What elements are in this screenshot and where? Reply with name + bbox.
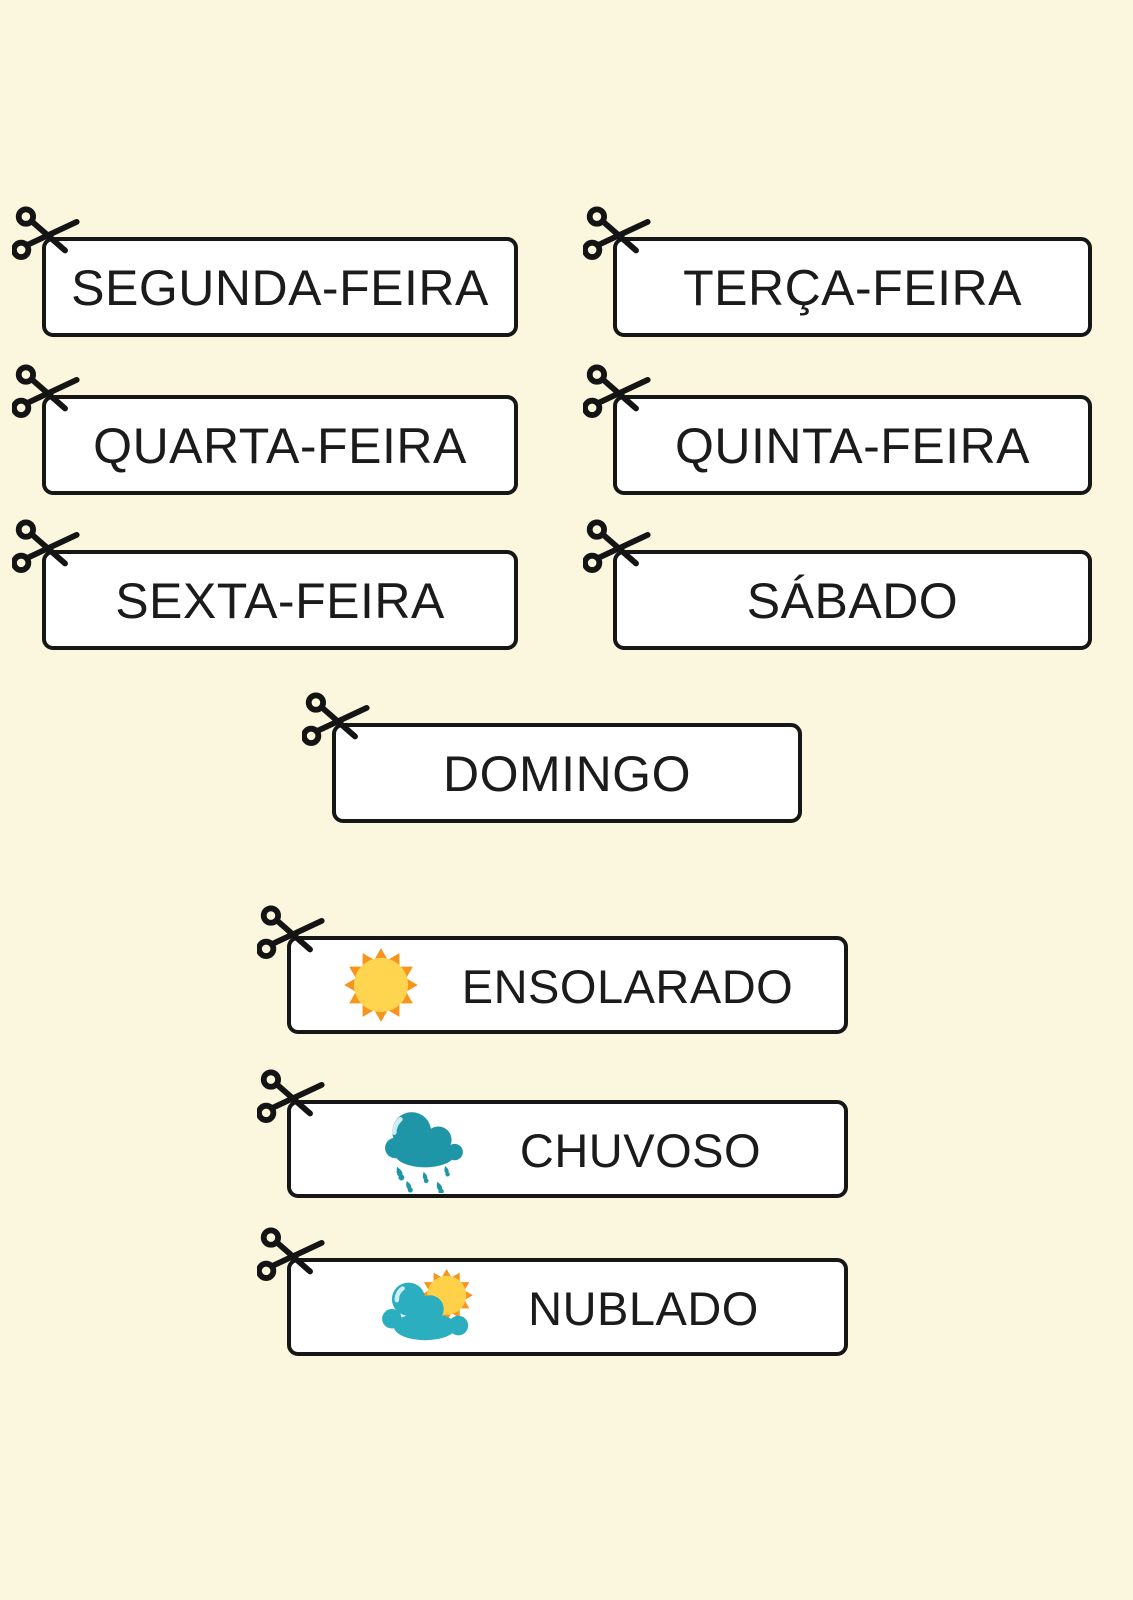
sun-icon (342, 946, 420, 1024)
weather-card-label: NUBLADO (528, 1281, 759, 1335)
weather-card-label: CHUVOSO (519, 1123, 762, 1177)
scissors-icon (583, 206, 651, 261)
scissors-icon (257, 905, 325, 960)
day-card-label: SEXTA-FEIRA (115, 573, 445, 629)
day-card-label: QUINTA-FEIRA (674, 418, 1031, 474)
sun-behind-cloud-icon (376, 1264, 486, 1350)
scissors-icon (12, 206, 80, 261)
day-card-label: SÁBADO (746, 573, 959, 629)
scissors-icon (583, 364, 651, 419)
day-card-label: SEGUNDA-FEIRA (71, 260, 489, 316)
scissors-icon (302, 692, 370, 747)
weather-card-nublado: NUBLADO (287, 1258, 848, 1356)
day-card-sexta-feira: SEXTA-FEIRA (42, 550, 518, 650)
scissors-icon (12, 519, 80, 574)
day-card-segunda-feira: SEGUNDA-FEIRA (42, 237, 518, 337)
scissors-icon (257, 1069, 325, 1124)
scissors-icon (12, 364, 80, 419)
scissors-icon (257, 1227, 325, 1282)
day-card-terca-feira: TERÇA-FEIRA (613, 237, 1092, 337)
weather-card-ensolarado: ENSOLARADO (287, 936, 848, 1034)
day-card-label: DOMINGO (443, 746, 691, 802)
weather-card-label: ENSOLARADO (461, 959, 794, 1013)
weather-card-chuvoso: CHUVOSO (287, 1100, 848, 1198)
day-card-quinta-feira: QUINTA-FEIRA (613, 395, 1092, 495)
day-card-label: TERÇA-FEIRA (683, 260, 1022, 316)
day-card-label: QUARTA-FEIRA (93, 418, 467, 474)
day-card-domingo: DOMINGO (332, 723, 802, 823)
rain-cloud-icon (374, 1105, 478, 1193)
day-card-sabado: SÁBADO (613, 550, 1092, 650)
scissors-icon (583, 519, 651, 574)
day-card-quarta-feira: QUARTA-FEIRA (42, 395, 518, 495)
